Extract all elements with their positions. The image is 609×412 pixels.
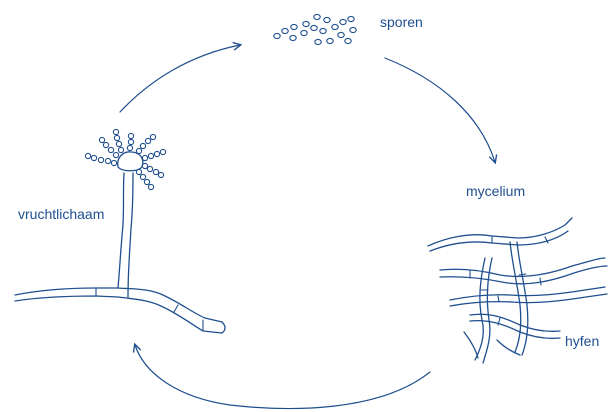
label-hyphae: hyfen xyxy=(565,333,599,349)
spore-cluster xyxy=(273,13,357,46)
arrow-fruitingbody-to-spores xyxy=(119,45,240,113)
arrow-mycelium-to-fruitingbody xyxy=(135,345,431,410)
arrow-spores-to-mycelium xyxy=(384,57,495,162)
mycelium-network-drawing xyxy=(427,217,608,364)
label-spores: sporen xyxy=(380,14,423,30)
label-fruiting-body: vruchtlichaam xyxy=(18,206,104,222)
label-mycelium: mycelium xyxy=(466,183,525,199)
fruiting-body-drawing xyxy=(14,128,226,334)
